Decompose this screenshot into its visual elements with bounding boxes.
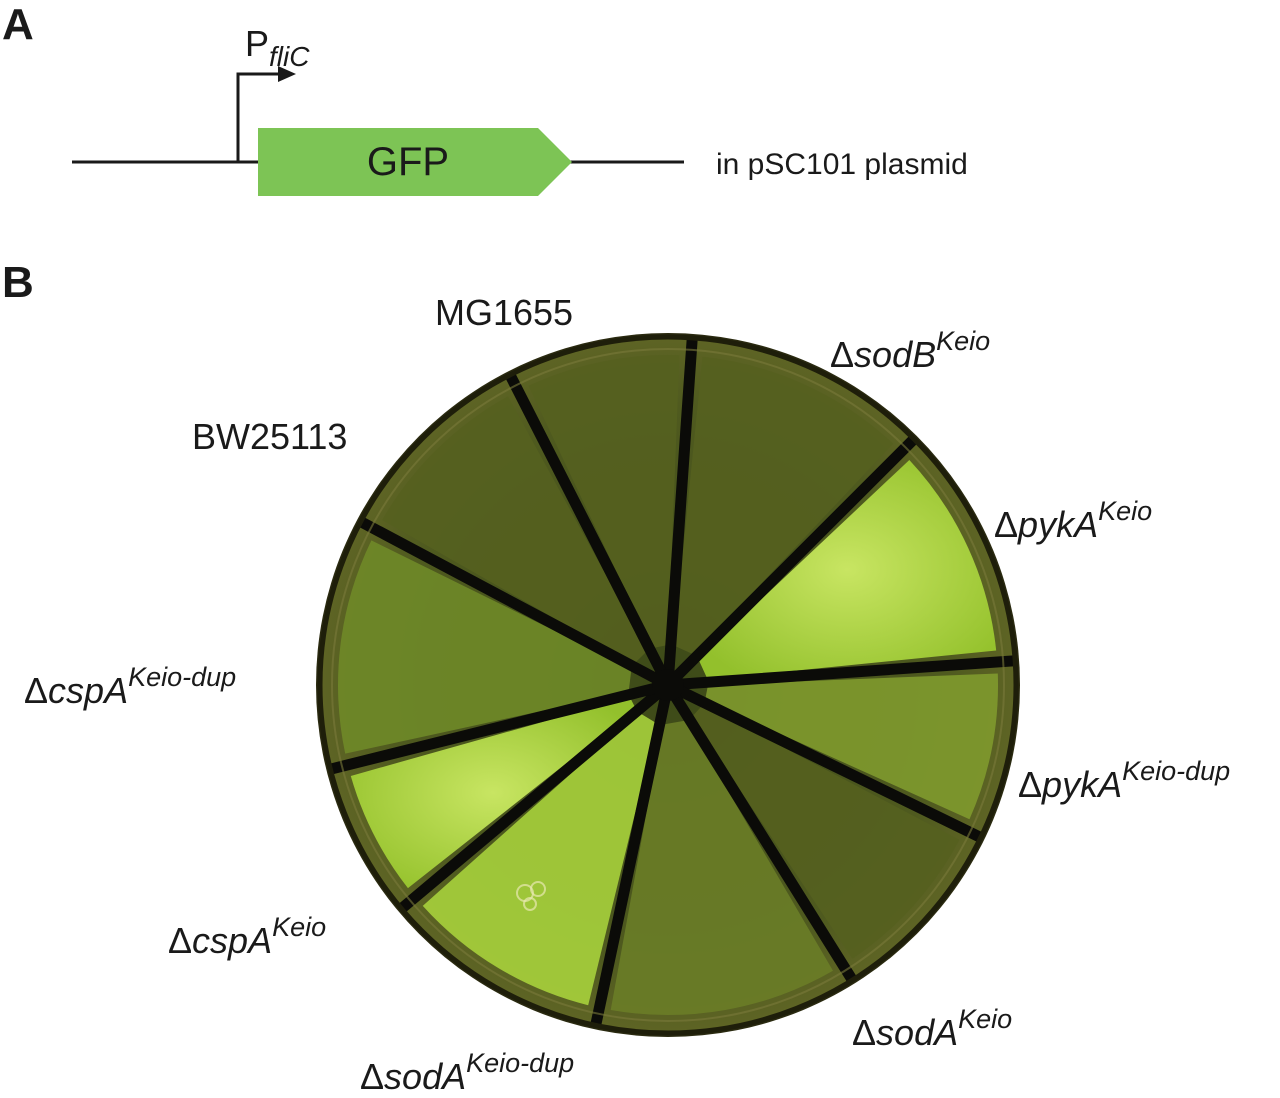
plate-sector bbox=[691, 705, 960, 959]
promoter-subscript: fliC bbox=[269, 41, 310, 72]
strain-label-cspa-keio: ΔcspAKeio bbox=[168, 912, 327, 961]
plate-sector bbox=[337, 540, 632, 754]
plate-sector bbox=[698, 459, 997, 680]
strain-label-soda-keio: ΔsodAKeio bbox=[852, 1004, 1013, 1053]
plate-center-hub bbox=[652, 669, 684, 701]
strain-label-bw25113: BW25113 bbox=[192, 416, 348, 457]
sector-divider-line bbox=[344, 510, 674, 691]
promoter-arrowhead bbox=[278, 66, 296, 82]
promoter-arrow bbox=[236, 72, 280, 162]
sector-divider-line bbox=[386, 679, 674, 922]
plate-sector bbox=[422, 712, 657, 1006]
plate-sector bbox=[528, 354, 680, 649]
sector-divider-line bbox=[662, 654, 1018, 691]
gfp-gene-block bbox=[258, 128, 572, 196]
sector-divider-line bbox=[662, 424, 929, 691]
strain-label-cspa-keio-dup: ΔcspAKeio-dup bbox=[24, 662, 237, 711]
strain-label-soda-keio-dup: ΔsodAKeio-dup bbox=[360, 1048, 575, 1097]
petri-plate bbox=[316, 333, 1020, 1037]
sector-divider-line bbox=[662, 335, 699, 691]
promoter-label: PfliC bbox=[245, 23, 310, 72]
panel-b-letter: B bbox=[2, 258, 34, 307]
plasmid-context-label: in pSC101 plasmid bbox=[716, 148, 968, 181]
sector-divider-line bbox=[499, 358, 674, 691]
sector-divider-line bbox=[587, 679, 674, 1035]
plate-sector bbox=[610, 720, 833, 1015]
plate-sector bbox=[382, 396, 648, 664]
strain-label-pyka-keio-dup: ΔpykAKeio-dup bbox=[1018, 756, 1231, 805]
plate-sector bbox=[350, 697, 636, 889]
gene-label: GFP bbox=[367, 140, 449, 184]
strain-label-mg1655: MG1655 bbox=[435, 292, 574, 333]
strain-label-pyka-keio: ΔpykAKeio bbox=[994, 496, 1153, 545]
sector-divider-line bbox=[662, 679, 865, 996]
construct-diagram: PfliC GFP in pSC101 plasmid bbox=[72, 23, 968, 196]
plate-sector bbox=[705, 673, 998, 820]
panel-a-letter: A bbox=[2, 0, 34, 49]
sector-divider-line bbox=[662, 679, 998, 849]
plate-sector bbox=[673, 356, 894, 655]
sector-divider-line bbox=[318, 679, 674, 778]
strain-label-sodb-keio: ΔsodBKeio bbox=[830, 326, 991, 375]
